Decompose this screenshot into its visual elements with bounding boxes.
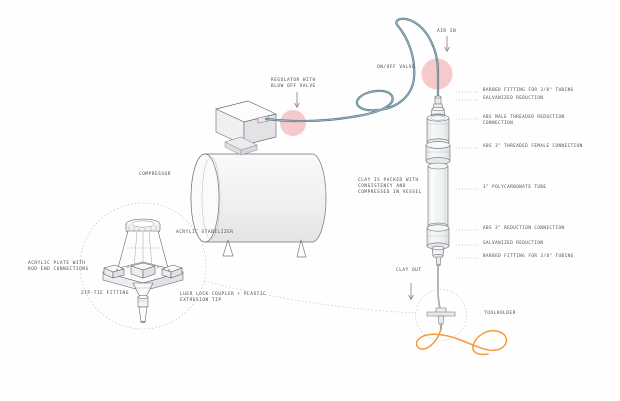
label-on-off-valve: ON/OFF VALVE xyxy=(377,65,416,70)
extrusion-tip-opening xyxy=(140,320,146,324)
zip-tie-funnel xyxy=(132,282,154,298)
label-clay-out: CLAY OUT xyxy=(396,268,422,273)
air-in-arrow-head xyxy=(444,46,450,52)
callout-barbed-top: BARBED FITTING FOR 3/8" TUBING xyxy=(483,87,574,92)
label-zip-tie-fitting: ZIP-TIE FITTING xyxy=(81,291,129,296)
leader-lines xyxy=(294,36,450,300)
detail-connector-line xyxy=(203,280,417,314)
clay-out-arrow-head xyxy=(408,294,414,300)
label-air-in: AIR IN xyxy=(437,29,457,34)
vessel-abs-reduction-bottom xyxy=(426,224,450,250)
cone-rib-3 xyxy=(148,231,153,268)
clay-coil-path xyxy=(415,328,508,356)
toolholder-small xyxy=(415,289,467,341)
toolholder-plate-small xyxy=(426,311,456,317)
acrylic-plate-assembly xyxy=(102,261,184,292)
callout-abs-reduction: ABS 3" REDUCTION CONNECTION xyxy=(483,225,565,230)
highlight-markers xyxy=(280,58,453,136)
callout-galv-bottom: GALVANIZED REDUCTION xyxy=(483,240,544,245)
callout-abs-female: ABS 3" THREADED FEMALE CONNECTION xyxy=(483,143,583,148)
label-acrylic-plate: ACRYLIC PLATE WITH ROD END CONNECTIONS xyxy=(28,261,89,273)
detail-circle-large xyxy=(79,202,207,330)
toolholder-tip-small xyxy=(437,315,445,325)
callout-galv-top: GALVANIZED REDUCTION xyxy=(483,95,544,100)
vessel-galvanized-reduction-bottom xyxy=(431,245,445,258)
toolholder-exploded-drawing xyxy=(102,218,184,324)
extruded-clay-coil xyxy=(415,328,508,356)
compressor-tank-seam xyxy=(201,156,221,240)
motor-mount-pad-side2 xyxy=(240,144,258,156)
compressor-leg-left xyxy=(222,239,234,257)
coupler-top-ellipse xyxy=(137,295,149,299)
vessel-polycarbonate-tube xyxy=(427,162,449,230)
rod-end-block-right-side2 xyxy=(170,267,183,279)
label-luer-lock: LUER LOCK COUPLER + PLASTIC EXTRUSION TI… xyxy=(180,292,267,304)
label-toolholder: TOOLHOLDER xyxy=(484,311,516,316)
regulator-port xyxy=(257,115,269,124)
callout-barbed-bottom: BARBED FITTING FOR 3/8" TUBING xyxy=(483,253,574,258)
plate-fasteners xyxy=(116,266,170,271)
regulator-arrow-head xyxy=(294,102,300,108)
stabilizer-inner-ring xyxy=(131,220,155,228)
clay-output-line xyxy=(437,264,442,313)
hose-highlight xyxy=(265,18,439,122)
plastic-extrusion-tip xyxy=(138,306,148,323)
compressor-motor-housing xyxy=(215,100,277,156)
label-compressor: COMPRESSOR xyxy=(139,172,171,177)
hub-block-right xyxy=(142,265,156,279)
toolholder-detail-circle xyxy=(415,289,467,341)
compressor-tank-endcap-right xyxy=(311,153,327,243)
callout-leader-dots xyxy=(456,91,478,259)
compressor-tank-endcap-left xyxy=(190,153,220,243)
compressor-assembly xyxy=(190,100,327,258)
highlight-regulator xyxy=(280,110,306,136)
compressor-leg-right xyxy=(296,239,307,258)
toolholder-detail-view xyxy=(79,202,417,330)
air-hose xyxy=(264,17,440,123)
vessel-abs-female-connection xyxy=(425,141,451,165)
label-acrylic-stabilizer: ACRYLIC STABILIZER xyxy=(176,230,234,235)
vessel-barbed-fitting-bottom xyxy=(435,256,442,267)
label-clay-packed: CLAY IS PACKED WITH CONSISTENCY AND COMP… xyxy=(358,178,422,196)
callout-poly-tube: 3" POLYCARBONATE TUBE xyxy=(483,184,547,189)
callout-abs-male: ABS MALE THREADED REDUCTION CONNECTION xyxy=(483,114,565,126)
vessel-abs-male-reduction xyxy=(426,114,450,146)
pressure-vessel-assembly xyxy=(425,95,451,267)
cone-rib-1 xyxy=(133,231,138,268)
label-regulator: REGULATOR WITH BLOW OFF VALVE xyxy=(271,78,316,90)
rod-end-block-left-side2 xyxy=(112,268,125,279)
